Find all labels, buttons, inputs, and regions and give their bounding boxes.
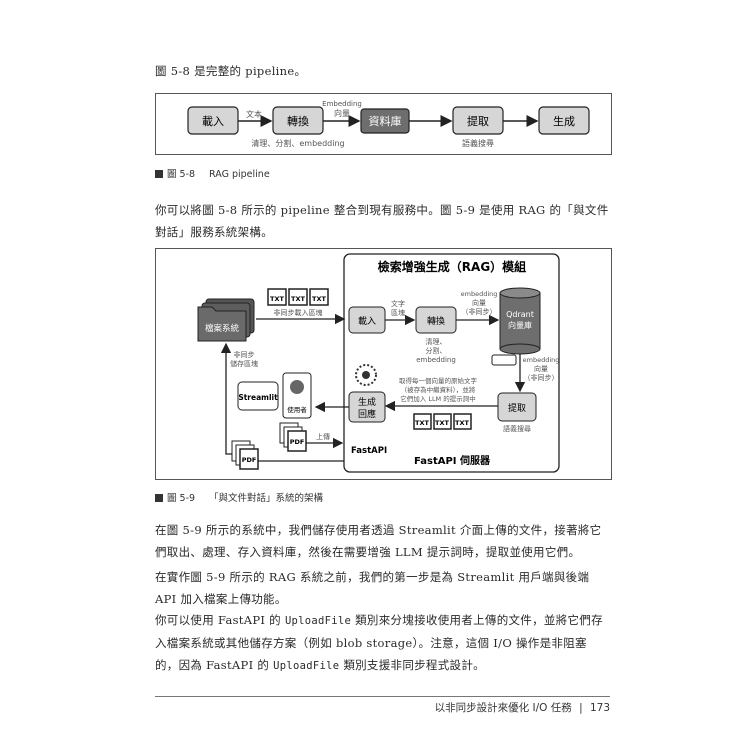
svg-text:清理、分割、embedding: 清理、分割、embedding (251, 138, 344, 148)
svg-text:文本: 文本 (246, 109, 262, 119)
paragraph-1: 你可以將圖 5-8 所示的 pipeline 整合到現有服務中。圖 5-9 是使… (155, 203, 609, 239)
pdf-files-icon: PDF (279, 422, 307, 452)
svg-text:取得每一個向量的原始文字: 取得每一個向量的原始文字 (399, 376, 478, 385)
svg-text:分割、: 分割、 (426, 346, 447, 355)
node-load-label: 載入 (202, 115, 224, 128)
svg-text:清理、: 清理、 (426, 337, 447, 346)
svg-text:回應: 回應 (358, 408, 376, 420)
streamlit-box (237, 381, 279, 411)
svg-text:載入: 載入 (358, 315, 376, 327)
svg-text:非同步載入區塊: 非同步載入區塊 (274, 308, 323, 317)
svg-text:向量庫: 向量庫 (508, 320, 532, 330)
footer-divider (155, 696, 610, 697)
svg-text:轉換: 轉換 (287, 115, 309, 128)
svg-text:TXT: TXT (270, 295, 284, 303)
svg-text:Streamlit: Streamlit (238, 393, 278, 402)
rag-architecture-diagram: 檢索增強生成（RAG）模組 FastAPI 伺服器 FastAPI 檔案系統 T… (197, 253, 560, 473)
svg-text:生成: 生成 (553, 114, 575, 128)
svg-text:區塊: 區塊 (391, 308, 405, 317)
svg-text:embedding: embedding (461, 290, 498, 298)
figure-5-9-caption: 圖 5-9「與文件對話」系統的架構 (155, 490, 323, 504)
svg-text:文字: 文字 (391, 299, 405, 308)
filesystem-folder-icon (197, 298, 255, 342)
figure-5-9: 檢索增強生成（RAG）模組 FastAPI 伺服器 FastAPI 檔案系統 T… (155, 248, 612, 480)
svg-text:使用者: 使用者 (287, 405, 307, 414)
chapter-title: 以非同步設計來優化 I/O 任務 (434, 702, 572, 714)
paragraph-3: 在實作圖 5-9 所示的 RAG 系統之前，我們的第一步是為 Streamlit… (155, 570, 590, 606)
svg-text:語義搜尋: 語義搜尋 (503, 424, 531, 433)
svg-text:PDF: PDF (242, 456, 257, 464)
user-avatar-icon (290, 380, 304, 394)
svg-text:（被存為中繼資料），並將: （被存為中繼資料），並將 (401, 385, 476, 394)
svg-text:TXT: TXT (435, 419, 449, 427)
page-footer: 以非同步設計來優化 I/O 任務 | 173 (434, 702, 610, 714)
figure-5-8: 載入 文本 轉換 清理、分割、embedding Embedding 向量 資料… (155, 93, 612, 155)
svg-text:語義搜尋: 語義搜尋 (462, 138, 494, 148)
paragraph-4: 你可以使用 FastAPI 的 UploadFile 類別來分塊接收使用者上傳的… (155, 613, 603, 672)
svg-text:它們加入 LLM 的提示詞中: 它們加入 LLM 的提示詞中 (400, 394, 475, 403)
svg-text:提取: 提取 (467, 115, 489, 128)
svg-text:（非同步）: （非同步） (524, 373, 559, 382)
svg-text:TXT: TXT (415, 419, 429, 427)
svg-text:儲存區塊: 儲存區塊 (230, 359, 258, 368)
caption-marker-icon (155, 170, 163, 178)
svg-text:向量: 向量 (334, 108, 350, 118)
svg-text:embedding: embedding (416, 356, 456, 364)
rag-pipeline-diagram: 載入 文本 轉換 清理、分割、embedding Embedding 向量 資料… (187, 100, 590, 148)
svg-text:（非同步）: （非同步） (462, 307, 497, 316)
svg-text:PDF: PDF (290, 438, 305, 446)
svg-text:TXT: TXT (455, 419, 469, 427)
svg-text:非同步: 非同步 (234, 350, 255, 359)
svg-text:TXT: TXT (312, 295, 326, 303)
svg-text:生成: 生成 (358, 396, 376, 408)
svg-text:Qdrant: Qdrant (506, 310, 534, 319)
svg-text:Embedding: Embedding (322, 100, 362, 108)
code-uploadfile: UploadFile (273, 660, 340, 672)
llm-network-icon (355, 364, 377, 386)
node-retrieve (497, 392, 537, 422)
svg-text:FastAPI 伺服器: FastAPI 伺服器 (414, 454, 491, 467)
code-uploadfile: UploadFile (284, 615, 352, 627)
vector-queue-icon (491, 354, 517, 366)
svg-text:檔案系統: 檔案系統 (205, 323, 240, 334)
txt-files-icon: TXT TXT TXT (267, 288, 329, 306)
qdrant-database-icon (499, 287, 541, 355)
svg-text:轉換: 轉換 (427, 315, 445, 327)
svg-text:提取: 提取 (508, 403, 526, 414)
paragraph-2: 在圖 5-9 所示的系統中，我們儲存使用者透過 Streamlit 介面上傳的文… (155, 523, 602, 559)
svg-text:上傳: 上傳 (316, 432, 330, 441)
svg-text:embedding: embedding (523, 356, 560, 364)
svg-text:TXT: TXT (291, 295, 305, 303)
caption-marker-icon (155, 494, 163, 502)
user-box (282, 372, 312, 419)
intro-text: 圖 5-8 是完整的 pipeline。 (155, 64, 307, 78)
svg-text:向量: 向量 (472, 298, 486, 307)
svg-text:向量: 向量 (534, 364, 548, 373)
svg-text:FastAPI: FastAPI (351, 446, 387, 456)
page-number: 173 (589, 702, 610, 714)
node-generate (538, 106, 590, 135)
txt-files-icon: TXT TXT TXT (413, 413, 472, 430)
svg-text:檢索增強生成（RAG）模組: 檢索增強生成（RAG）模組 (378, 259, 526, 274)
pdf-files-icon: PDF (231, 440, 259, 470)
svg-text:資料庫: 資料庫 (369, 114, 402, 128)
